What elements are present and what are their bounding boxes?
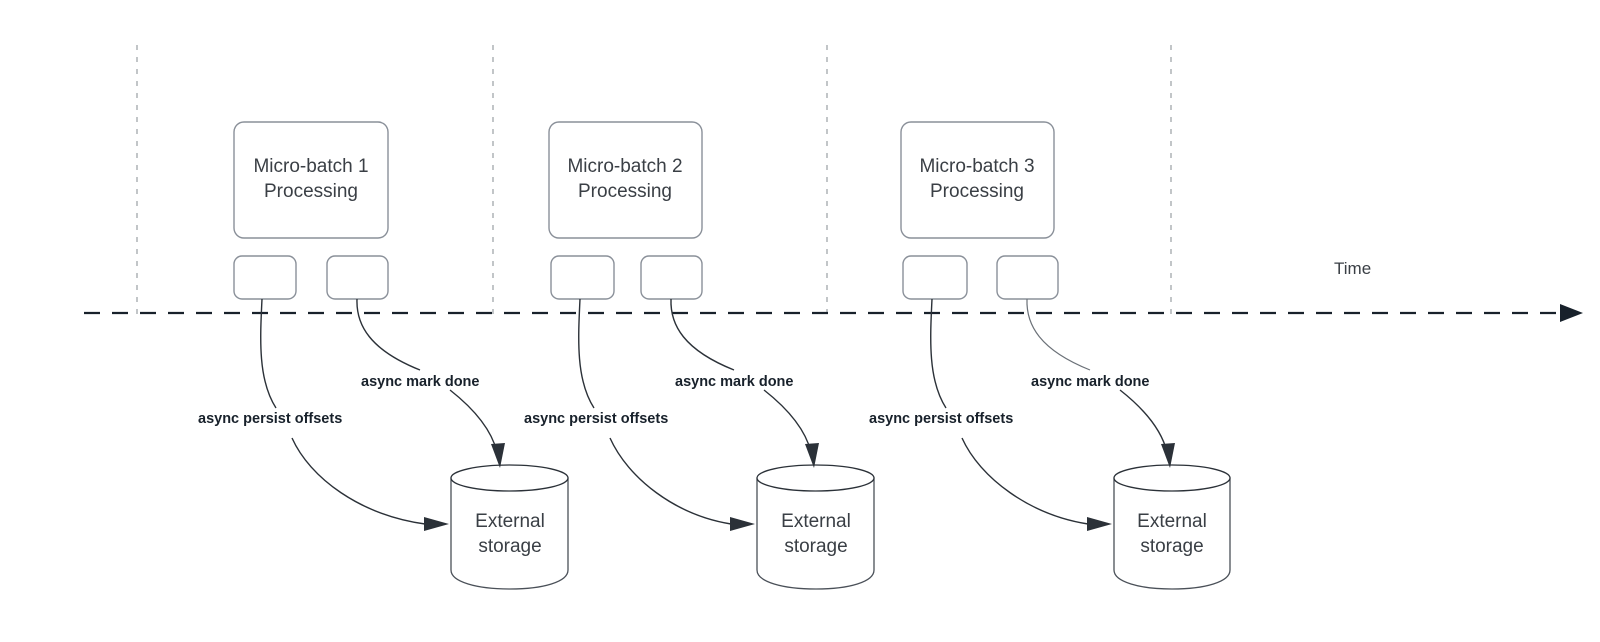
task-box-1-left[interactable] <box>233 255 297 300</box>
external-storage-1-top <box>450 464 569 492</box>
external-storage-1-body[interactable] <box>450 477 569 590</box>
external-storage-1[interactable]: External storage <box>450 464 569 590</box>
micro-batch-box-3-rect[interactable] <box>900 121 1055 239</box>
external-storage-2-top <box>756 464 875 492</box>
external-storage-1-label-line1: External <box>475 511 545 532</box>
group-2: Micro-batch 2 Processing External storag… <box>524 121 875 590</box>
edge-label-persist-offsets-2: async persist offsets <box>524 411 668 427</box>
micro-batch-box-2-label-line2: Processing <box>578 181 672 202</box>
micro-batch-box-1[interactable]: Micro-batch 1 Processing <box>233 121 389 239</box>
edge-persist-offsets-2-seg2 <box>609 437 732 525</box>
edge-mark-done-2-seg2 <box>763 389 812 453</box>
edge-persist-offsets-1-seg1 <box>260 298 277 409</box>
micro-batch-box-2-rect[interactable] <box>548 121 703 239</box>
external-storage-3-label-line1: External <box>1137 511 1207 532</box>
task-box-1-right[interactable] <box>326 255 389 300</box>
group-1: Micro-batch 1 Processing External storag… <box>198 121 569 590</box>
external-storage-3-top <box>1113 464 1231 492</box>
edge-mark-done-2-seg1 <box>670 298 735 371</box>
group-3: Micro-batch 3 Processing External storag… <box>869 121 1231 590</box>
task-box-2-left[interactable] <box>550 255 615 300</box>
external-storage-2[interactable]: External storage <box>756 464 875 590</box>
external-storage-2-label-line1: External <box>781 511 851 532</box>
task-box-3-left[interactable] <box>902 255 968 300</box>
micro-batch-box-1-label-line1: Micro-batch 1 <box>253 156 368 177</box>
external-storage-3-label-line2: storage <box>1140 536 1203 557</box>
edge-persist-offsets-3-arrow-icon <box>1087 517 1112 531</box>
external-storage-3-body[interactable] <box>1113 477 1231 590</box>
time-axis-label: Time <box>1334 259 1371 278</box>
edge-persist-offsets-2-seg1 <box>578 298 595 409</box>
edge-mark-done-1-arrow-icon <box>491 443 505 468</box>
time-axis: Time <box>84 259 1583 322</box>
edge-mark-done-2-arrow-icon <box>805 443 819 468</box>
edge-label-mark-done-3: async mark done <box>1031 374 1149 390</box>
micro-batch-box-2[interactable]: Micro-batch 2 Processing <box>548 121 703 239</box>
edge-mark-done-1-seg1 <box>356 298 421 371</box>
micro-batch-box-1-rect[interactable] <box>233 121 389 239</box>
edge-mark-done-3-arrow-icon <box>1161 443 1175 468</box>
external-storage-3[interactable]: External storage <box>1113 464 1231 590</box>
edge-label-persist-offsets-1: async persist offsets <box>198 411 342 427</box>
micro-batch-box-1-label-line2: Processing <box>264 181 358 202</box>
micro-batch-box-3[interactable]: Micro-batch 3 Processing <box>900 121 1055 239</box>
task-box-2-right[interactable] <box>640 255 703 300</box>
edge-label-persist-offsets-3: async persist offsets <box>869 411 1013 427</box>
timeline-arrow-icon <box>1560 304 1583 322</box>
micro-batch-box-2-label-line1: Micro-batch 2 <box>567 156 682 177</box>
micro-batch-box-3-label-line1: Micro-batch 3 <box>919 156 1034 177</box>
edge-mark-done-1-seg2 <box>449 389 498 453</box>
edge-label-mark-done-1: async mark done <box>361 374 479 390</box>
edge-persist-offsets-3-seg2 <box>961 437 1089 525</box>
external-storage-1-label-line2: storage <box>478 536 541 557</box>
micro-batch-box-3-label-line2: Processing <box>930 181 1024 202</box>
edge-persist-offsets-3-seg1 <box>930 298 947 409</box>
edge-persist-offsets-1-seg2 <box>291 437 426 525</box>
edge-label-mark-done-2: async mark done <box>675 374 793 390</box>
external-storage-2-body[interactable] <box>756 477 875 590</box>
edge-persist-offsets-1-arrow-icon <box>424 517 449 531</box>
edge-mark-done-3-seg2 <box>1119 389 1168 453</box>
task-box-3-right[interactable] <box>996 255 1059 300</box>
edge-persist-offsets-2-arrow-icon <box>730 517 755 531</box>
external-storage-2-label-line2: storage <box>784 536 847 557</box>
edge-mark-done-3-seg1 <box>1026 298 1091 371</box>
tick-divider-group <box>136 45 1172 318</box>
